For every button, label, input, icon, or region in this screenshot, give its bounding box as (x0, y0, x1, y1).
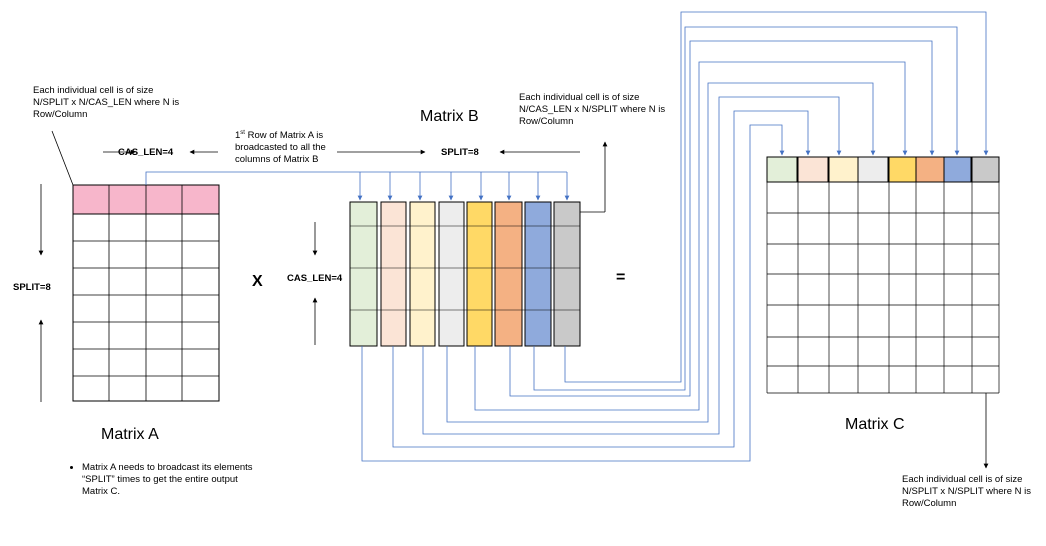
matrix-a-cell-note: Each individual cell is of size N/SPLIT … (33, 85, 180, 120)
dimension-arrows (38, 130, 989, 469)
matrix-b-column (380, 201, 407, 347)
matrix-c-cell-note: Each individual cell is of size N/SPLIT … (902, 474, 1031, 509)
matrix-b-column (438, 201, 465, 347)
split-left-label: SPLIT=8 (13, 282, 51, 293)
matrix-b-column (553, 201, 581, 347)
matrix-b-title: Matrix B (420, 108, 479, 125)
broadcast-note-superscript: st (240, 130, 245, 136)
bullet-list: Matrix A needs to broadcast its elements… (68, 462, 262, 498)
matrix-a (72, 184, 220, 402)
broadcast-note: 1st Row of Matrix A is broadcasted to al… (235, 127, 326, 166)
equals-sign: = (616, 269, 626, 286)
matrix-b-column (409, 201, 436, 347)
matrix-a-title: Matrix A (101, 426, 159, 443)
split-top-label: SPLIT=8 (441, 147, 479, 158)
broadcast-note-number: 1 (235, 130, 241, 142)
broadcast-note-text: Row of Matrix A is broadcasted to all th… (235, 130, 326, 166)
cas-len-top-label: CAS_LEN=4 (118, 147, 174, 158)
matrix-b-column (494, 201, 523, 347)
matrix-c (766, 156, 1000, 394)
broadcast-lines (145, 171, 570, 201)
matrix-c-title: Matrix C (845, 416, 905, 433)
multiply-sign: X (252, 273, 263, 290)
matrix-b-column (524, 201, 552, 347)
matrix-b (349, 201, 581, 347)
matrix-b-cell-note: Each individual cell is of size N/CAS_LE… (519, 92, 666, 127)
bullet-item: Matrix A needs to broadcast its elements… (82, 462, 262, 498)
matrix-b-column (466, 201, 493, 347)
cas-len-mid-label: CAS_LEN=4 (287, 273, 343, 284)
routing-lines (361, 11, 989, 462)
matrix-b-column (349, 201, 378, 347)
